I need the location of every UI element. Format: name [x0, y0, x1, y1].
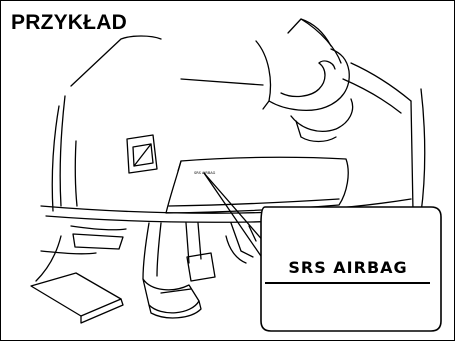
column-lever-line — [181, 79, 263, 85]
steering-column-shroud — [256, 19, 411, 142]
dashboard-lower-edge — [41, 89, 425, 222]
pedal-brake — [143, 223, 201, 318]
srs-airbag-underline — [265, 282, 430, 284]
pedal-accelerator — [186, 223, 215, 281]
left-switch-panel — [127, 135, 157, 173]
callout-leader-line-b — [204, 173, 263, 259]
left-trim-lines — [52, 36, 161, 211]
srs-airbag-label: SRS AIRBAG — [259, 260, 437, 276]
footwell-left — [31, 226, 126, 323]
knee-airbag-panel: SRS AIRBAG — [166, 157, 348, 213]
page-title: PRZYKŁAD — [11, 12, 131, 33]
